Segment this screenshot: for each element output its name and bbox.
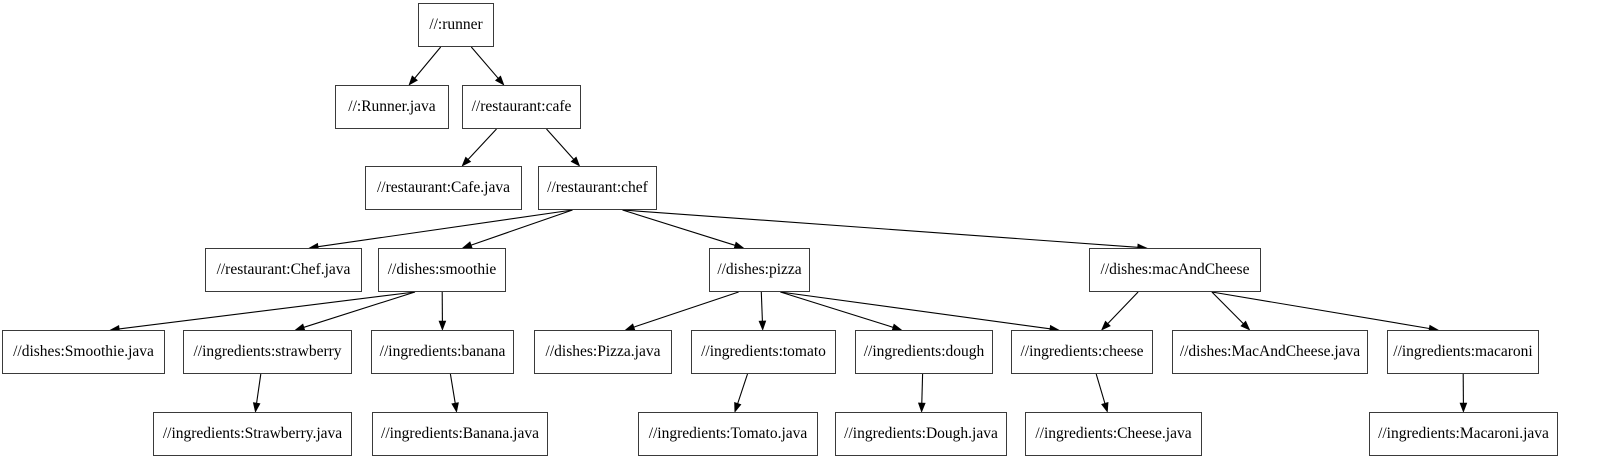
graph-edge-tomato-to-tomato_java bbox=[737, 373, 749, 404]
graph-edge-arrowhead-macandcheese-to-macandcheese_java bbox=[1240, 320, 1251, 331]
graph-edge-cafe-to-chef bbox=[546, 128, 575, 160]
graph-edge-cafe-to-cafe_java bbox=[467, 128, 497, 160]
graph-node-label: //ingredients:dough bbox=[863, 343, 985, 361]
graph-node-label: //ingredients:strawberry bbox=[193, 343, 342, 361]
graph-node-label: //ingredients:Banana.java bbox=[381, 425, 539, 443]
graph-node-cheese[interactable]: //ingredients:cheese bbox=[1011, 330, 1153, 374]
graph-edge-arrowhead-banana-to-banana_java bbox=[451, 402, 459, 413]
graph-edge-macandcheese-to-macaroni bbox=[1211, 291, 1430, 330]
graph-edge-pizza-to-cheese bbox=[780, 291, 1051, 330]
graph-node-label: //restaurant:Cafe.java bbox=[377, 179, 510, 197]
graph-edge-arrowhead-cheese-to-cheese_java bbox=[1101, 401, 1109, 413]
graph-edge-arrowhead-runner-to-runner_java bbox=[408, 75, 418, 86]
graph-edge-pizza-to-pizza_java bbox=[633, 291, 739, 328]
graph-node-tomato_java[interactable]: //ingredients:Tomato.java bbox=[638, 412, 818, 456]
graph-node-chef[interactable]: //restaurant:chef bbox=[538, 166, 657, 210]
graph-node-label: //dishes:smoothie bbox=[387, 261, 497, 279]
graph-edge-arrowhead-dough-to-dough_java bbox=[917, 402, 926, 413]
graph-node-cafe_java[interactable]: //restaurant:Cafe.java bbox=[365, 166, 522, 210]
graph-node-pizza[interactable]: //dishes:pizza bbox=[709, 248, 810, 292]
graph-node-label: //ingredients:macaroni bbox=[1393, 343, 1533, 361]
graph-edge-smoothie-to-smoothie_java bbox=[119, 291, 416, 330]
graph-node-label: //dishes:macAndCheese bbox=[1100, 261, 1250, 279]
graph-edge-arrowhead-pizza-to-tomato bbox=[758, 320, 767, 331]
graph-node-strawberry[interactable]: //ingredients:strawberry bbox=[183, 330, 352, 374]
graph-node-macandcheese_java[interactable]: //dishes:MacAndCheese.java bbox=[1172, 330, 1368, 374]
graph-edge-smoothie-to-strawberry bbox=[303, 291, 416, 328]
graph-node-label: //dishes:Smoothie.java bbox=[13, 343, 154, 361]
graph-node-macaroni[interactable]: //ingredients:macaroni bbox=[1387, 330, 1539, 374]
graph-edge-dough-to-dough_java bbox=[921, 373, 924, 404]
graph-node-strawberry_java[interactable]: //ingredients:Strawberry.java bbox=[153, 412, 352, 456]
graph-node-cheese_java[interactable]: //ingredients:Cheese.java bbox=[1025, 412, 1202, 456]
graph-node-label: //:Runner.java bbox=[348, 98, 436, 116]
graph-node-smoothie_java[interactable]: //dishes:Smoothie.java bbox=[2, 330, 165, 374]
graph-node-label: //ingredients:Macaroni.java bbox=[1378, 425, 1549, 443]
graph-node-label: //restaurant:cafe bbox=[471, 98, 572, 116]
graph-node-cafe[interactable]: //restaurant:cafe bbox=[462, 85, 581, 129]
graph-node-runner[interactable]: //:runner bbox=[418, 3, 494, 47]
graph-node-label: //ingredients:Tomato.java bbox=[648, 425, 808, 443]
graph-edge-arrowhead-macaroni-to-macaroni_java bbox=[1459, 402, 1468, 413]
graph-edge-runner-to-runner_java bbox=[414, 46, 442, 79]
graph-edge-cheese-to-cheese_java bbox=[1095, 373, 1106, 404]
graph-node-label: //ingredients:cheese bbox=[1020, 343, 1144, 361]
graph-edge-banana-to-banana_java bbox=[449, 373, 456, 404]
graph-node-macandcheese[interactable]: //dishes:macAndCheese bbox=[1089, 248, 1261, 292]
graph-node-banana[interactable]: //ingredients:banana bbox=[371, 330, 514, 374]
graph-node-label: //restaurant:Chef.java bbox=[216, 261, 351, 279]
graph-node-pizza_java[interactable]: //dishes:Pizza.java bbox=[534, 330, 672, 374]
graph-node-runner_java[interactable]: //:Runner.java bbox=[335, 85, 449, 129]
graph-edge-macandcheese-to-cheese bbox=[1107, 291, 1139, 324]
graph-edge-chef-to-pizza bbox=[622, 209, 736, 246]
graph-edge-arrowhead-strawberry-to-strawberry_java bbox=[252, 402, 261, 413]
graph-node-label: //ingredients:tomato bbox=[701, 343, 826, 361]
graph-node-macaroni_java[interactable]: //ingredients:Macaroni.java bbox=[1369, 412, 1558, 456]
graph-edge-chef-to-chef_java bbox=[318, 209, 573, 248]
graph-node-label: //ingredients:banana bbox=[379, 343, 506, 361]
graph-node-label: //dishes:MacAndCheese.java bbox=[1179, 343, 1361, 361]
graph-edge-arrowhead-tomato-to-tomato_java bbox=[734, 401, 742, 413]
graph-node-label: //:runner bbox=[429, 16, 483, 34]
graph-node-label: //restaurant:chef bbox=[547, 179, 648, 197]
graph-node-chef_java[interactable]: //restaurant:Chef.java bbox=[205, 248, 362, 292]
graph-node-label: //dishes:Pizza.java bbox=[545, 343, 661, 361]
graph-edge-chef-to-macandcheese bbox=[622, 209, 1138, 248]
graph-edge-arrowhead-cafe-to-chef bbox=[570, 156, 581, 167]
graph-node-label: //ingredients:Cheese.java bbox=[1035, 425, 1192, 443]
graph-edge-arrowhead-smoothie-to-banana bbox=[438, 320, 447, 331]
graph-edge-pizza-to-tomato bbox=[760, 291, 763, 322]
graph-node-dough[interactable]: //ingredients:dough bbox=[855, 330, 993, 374]
graph-edge-pizza-to-dough bbox=[780, 291, 894, 328]
graph-edge-strawberry-to-strawberry_java bbox=[256, 373, 262, 404]
graph-node-smoothie[interactable]: //dishes:smoothie bbox=[378, 248, 506, 292]
graph-node-dough_java[interactable]: //ingredients:Dough.java bbox=[835, 412, 1007, 456]
graph-edge-chef-to-smoothie bbox=[471, 209, 573, 246]
graph-node-label: //ingredients:Strawberry.java bbox=[162, 425, 343, 443]
graph-node-tomato[interactable]: //ingredients:tomato bbox=[691, 330, 836, 374]
graph-edge-arrowhead-macandcheese-to-cheese bbox=[1101, 320, 1111, 331]
graph-edge-macandcheese-to-macandcheese_java bbox=[1211, 291, 1244, 324]
graph-edge-arrowhead-runner-to-cafe bbox=[494, 75, 505, 86]
graph-node-banana_java[interactable]: //ingredients:Banana.java bbox=[372, 412, 548, 456]
graph-node-label: //ingredients:Dough.java bbox=[844, 425, 998, 443]
graph-node-label: //dishes:pizza bbox=[717, 261, 802, 279]
graph-edge-runner-to-cafe bbox=[470, 46, 499, 79]
graph-edge-arrowhead-cafe-to-cafe_java bbox=[461, 156, 472, 167]
